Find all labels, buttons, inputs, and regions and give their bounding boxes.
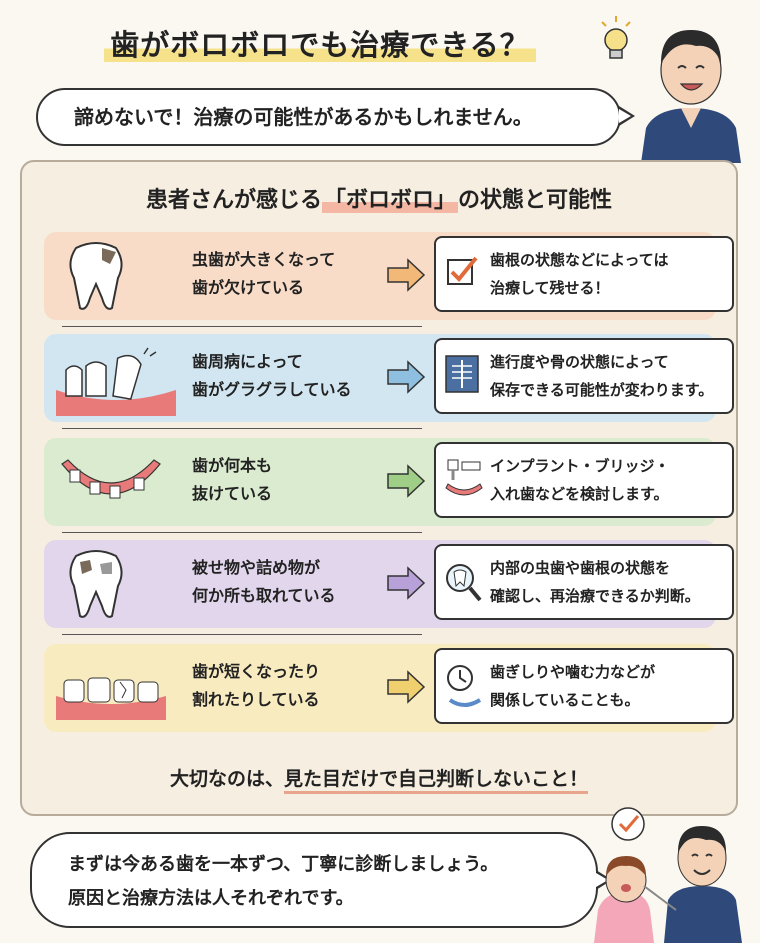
result-text: 進行度や骨の状態によって 保存できる可能性が変わります。 (490, 348, 724, 404)
magnifier-tooth-icon (446, 564, 482, 602)
closing-speech-bubble: まずは今ある歯を一本ずつ、丁寧に診断しましょう。 原因と治療方法は人それぞれです… (30, 832, 612, 928)
condition-line-2: 何か所も取れている (192, 586, 336, 605)
arrow-right-icon (387, 360, 426, 394)
note-prefix: 大切なのは、 (169, 768, 284, 790)
panel-title: 患者さんが感じる「ボロボロ」の状態と可能性 (22, 182, 736, 214)
filling-tooth-icon (69, 550, 123, 618)
loose-teeth-icon (56, 347, 176, 416)
panel-title-highlight: 「ボロボロ」 (321, 188, 458, 213)
panel-title-suffix: の状態と可能性 (458, 188, 613, 213)
page-title: 歯がボロボロでも治療できる？ (60, 22, 580, 64)
condition-text: 歯が短くなったり 割れたりしている (192, 658, 392, 714)
arrow-right-icon (387, 566, 426, 600)
worn-teeth-icon (56, 677, 166, 720)
closing-line-2: 原因と治療方法は人それぞれです。 (68, 888, 354, 909)
condition-line-1: 歯周病によって (192, 352, 303, 371)
condition-line-2: 歯が欠けている (192, 278, 305, 297)
condition-line-1: 歯が何本も (192, 456, 273, 475)
clock-mouthguard-icon (447, 665, 482, 707)
row-divider (62, 326, 422, 327)
note-underline: 見た目だけで自己判断しないこと！ (284, 768, 589, 794)
row-divider (62, 634, 422, 635)
conditions-panel: 患者さんが感じる「ボロボロ」の状態と可能性 虫歯が大きくなって 歯が欠けている … (20, 160, 738, 816)
condition-row-4: 被せ物や詰め物が 何か所も取れている 内部の虫歯や歯根の状態を 確認し、再治療で… (44, 540, 734, 628)
result-text: 歯ぎしりや噛む力などが 関係していることも。 (490, 658, 724, 714)
result-line-2: 保存できる可能性が変わります。 (490, 381, 714, 399)
dentist-illustration (641, 30, 741, 163)
row-divider (62, 532, 422, 533)
missing-teeth-icon (61, 459, 161, 499)
condition-text: 虫歯が大きくなって 歯が欠けている (192, 246, 392, 302)
xray-icon (445, 355, 479, 393)
result-line-1: インプラント・ブリッジ・ (490, 457, 670, 475)
intro-speech-bubble: 諦めないで！治療の可能性があるかもしれません。 (36, 88, 635, 146)
result-line-1: 進行度や骨の状態によって (490, 353, 669, 371)
condition-row-1: 虫歯が大きくなって 歯が欠けている 歯根の状態などによっては 治療して残せる！ (44, 232, 734, 320)
result-line-1: 内部の虫歯や歯根の状態を (490, 559, 671, 577)
result-box: 歯根の状態などによっては 治療して残せる！ (434, 236, 734, 312)
condition-line-2: 抜けている (192, 484, 273, 503)
condition-text: 歯が何本も 抜けている (192, 452, 392, 508)
condition-row-2: 歯周病によって 歯がグラグラしている 進行度や骨の状態によって 保存できる可能性… (44, 334, 734, 422)
bubble-tail-inner (619, 109, 631, 123)
result-text: 歯根の状態などによっては 治療して残せる！ (490, 246, 724, 302)
result-box: インプラント・ブリッジ・ 入れ歯などを検討します。 (434, 442, 734, 518)
check-icon (447, 256, 478, 285)
important-note: 大切なのは、見た目だけで自己判断しないこと！ (22, 764, 736, 794)
result-text: インプラント・ブリッジ・ 入れ歯などを検討します。 (490, 452, 724, 508)
closing-line-1: まずは今ある歯を一本ずつ、丁寧に診断しましょう。 (68, 854, 499, 875)
intro-text: 諦めないで！治療の可能性があるかもしれません。 (74, 105, 533, 129)
result-box: 歯ぎしりや噛む力などが 関係していることも。 (434, 648, 734, 724)
implant-icon (445, 459, 483, 496)
arrow-right-icon (387, 258, 426, 292)
result-line-2: 入れ歯などを検討します。 (490, 485, 669, 503)
dentist-patient-illustration (594, 807, 742, 943)
arrow-right-icon (387, 464, 426, 498)
condition-line-1: 被せ物や詰め物が (192, 558, 321, 577)
lightbulb-icon (601, 16, 631, 59)
condition-row-3: 歯が何本も 抜けている インプラント・ブリッジ・ 入れ歯などを検討します。 (44, 438, 734, 526)
page-title-text: 歯がボロボロでも治療できる？ (104, 28, 536, 62)
condition-line-2: 割れたりしている (192, 690, 320, 709)
arrow-right-icon (387, 670, 426, 704)
panel-title-prefix: 患者さんが感じる (145, 188, 322, 213)
condition-line-2: 歯がグラグラしている (192, 380, 352, 399)
chipped-tooth-icon (69, 242, 123, 310)
condition-text: 被せ物や詰め物が 何か所も取れている (192, 554, 392, 610)
result-box: 進行度や骨の状態によって 保存できる可能性が変わります。 (434, 338, 734, 414)
condition-line-1: 歯が短くなったり (192, 662, 321, 681)
result-text: 内部の虫歯や歯根の状態を 確認し、再治療できるか判断。 (490, 554, 724, 610)
row-divider (62, 428, 422, 429)
result-line-1: 歯根の状態などによっては (490, 251, 669, 269)
condition-line-1: 虫歯が大きくなって (192, 250, 336, 269)
result-line-2: 関係していることも。 (490, 691, 640, 709)
bubble-tail-inner (596, 873, 608, 887)
result-box: 内部の虫歯や歯根の状態を 確認し、再治療できるか判断。 (434, 544, 734, 620)
result-line-1: 歯ぎしりや噛む力などが (490, 663, 656, 681)
result-line-2: 治療して残せる！ (490, 279, 610, 297)
condition-text: 歯周病によって 歯がグラグラしている (192, 348, 392, 404)
result-line-2: 確認し、再治療できるか判断。 (490, 587, 700, 605)
condition-row-5: 歯が短くなったり 割れたりしている 歯ぎしりや噛む力などが 関係していることも。 (44, 644, 734, 732)
